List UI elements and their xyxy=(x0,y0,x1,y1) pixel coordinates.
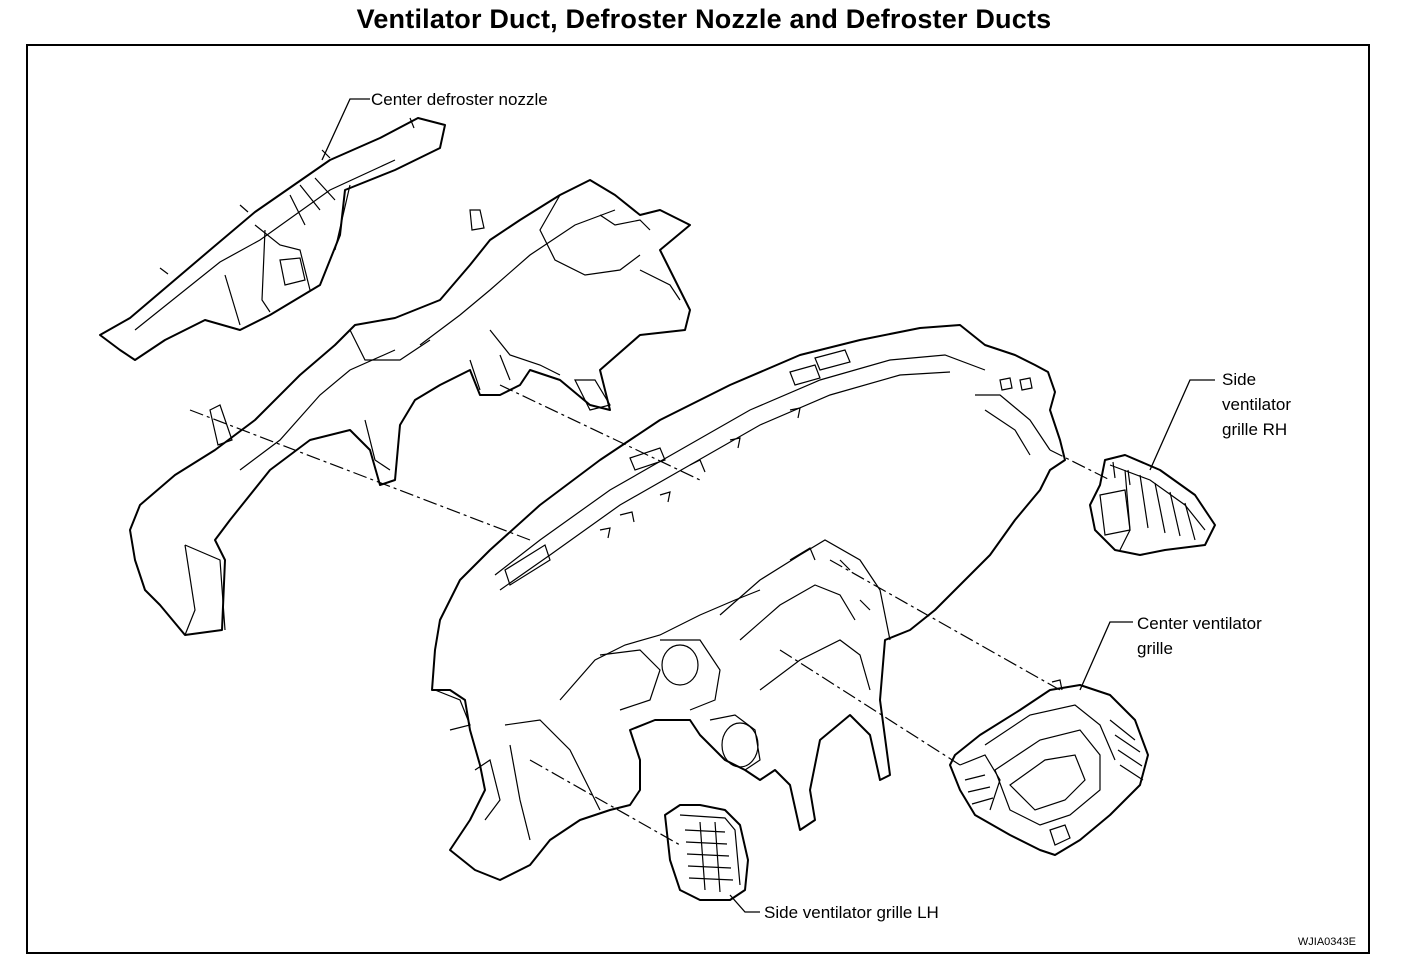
figure-id: WJIA0343E xyxy=(1297,936,1356,948)
label-center-ventilator-grille: Center ventilator grille xyxy=(1137,614,1262,658)
diagram-frame xyxy=(26,44,1370,954)
side-ventilator-grille-lh xyxy=(664,804,749,901)
label-side-ventilator-grille-lh: Side ventilator grille LH xyxy=(764,903,939,922)
side-ventilator-grille-rh xyxy=(1089,454,1216,556)
instrument-panel xyxy=(431,324,1066,881)
label-side-ventilator-grille-rh: Side ventilator grille RH xyxy=(1222,370,1291,439)
assembly-centerlines xyxy=(189,384,1111,846)
center-defroster-nozzle xyxy=(99,117,446,361)
label-center-defroster-nozzle: Center defroster nozzle xyxy=(371,90,548,109)
center-ventilator-grille xyxy=(949,679,1149,856)
leader-lines xyxy=(321,98,1215,913)
page-title: Ventilator Duct, Defroster Nozzle and De… xyxy=(356,4,1052,34)
ventilator-duct xyxy=(129,179,691,636)
